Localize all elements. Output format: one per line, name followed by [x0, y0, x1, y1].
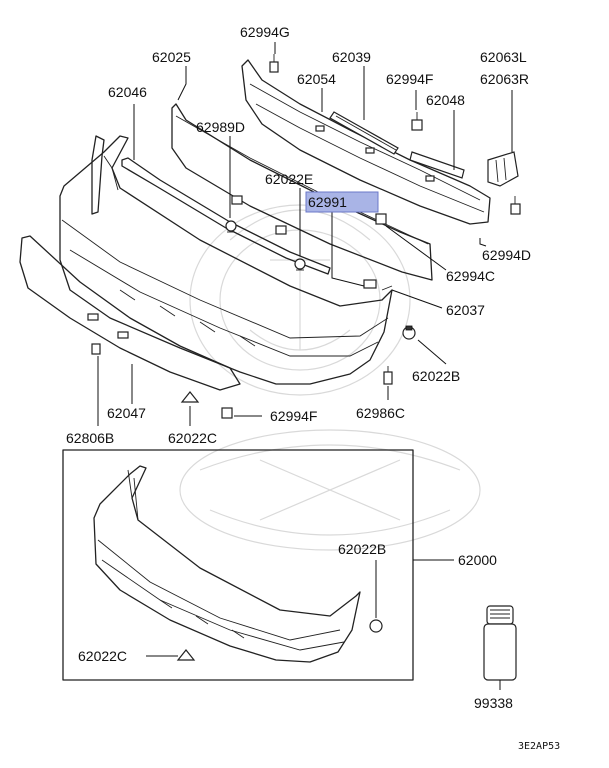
fastener-62994D: [510, 196, 521, 215]
label-62047: 62047: [107, 405, 146, 421]
bumper-strip-62054: [329, 111, 399, 155]
clip-62806B: [91, 343, 101, 355]
label-62986C: 62986C: [356, 405, 405, 421]
label-62994F-top: 62994F: [386, 71, 433, 87]
label-99338: 99338: [474, 695, 513, 711]
touch-up-bottle-99338: [483, 605, 517, 690]
fastener-62994F-top: [411, 112, 423, 131]
label-62048: 62048: [426, 92, 465, 108]
bumper-bracket-62063: [487, 151, 519, 187]
clip-62022E: [294, 258, 306, 271]
bumper-cover-strip-62046: [121, 157, 331, 275]
label-62039: 62039: [332, 49, 371, 65]
label-62022B-box: 62022B: [338, 541, 386, 557]
label-62037: 62037: [446, 302, 485, 318]
label-62054: 62054: [297, 71, 336, 87]
label-62063R: 62063R: [480, 71, 529, 87]
clip-62037: [363, 279, 393, 291]
label-62806B: 62806B: [66, 430, 114, 446]
fastener-62994F-mid: [221, 407, 233, 419]
part-labels: 62994G 62025 62039 62063L 62063R 62054 6…: [66, 24, 560, 752]
label-62989D: 62989D: [196, 119, 245, 135]
diagram-code: 3E2AP53: [518, 741, 560, 752]
clip-62022B-top: [402, 325, 416, 340]
label-62994F-mid: 62994F: [270, 408, 317, 424]
label-62994G: 62994G: [240, 24, 290, 40]
fastener-62986C: [383, 366, 393, 385]
label-62000: 62000: [458, 552, 497, 568]
label-62991: 62991: [308, 194, 347, 210]
fastener-62994G: [269, 54, 279, 73]
label-62994C: 62994C: [446, 268, 495, 284]
label-62025: 62025: [152, 49, 191, 65]
label-62022C-mid: 62022C: [168, 430, 217, 446]
label-62994D: 62994D: [482, 247, 531, 263]
highlight-62991: [305, 191, 379, 213]
clip-62022C-mid: [180, 391, 200, 403]
label-62022E: 62022E: [265, 171, 313, 187]
label-62063L: 62063L: [480, 49, 527, 65]
bumper-lower-strip-62047: [19, 235, 241, 391]
label-62046: 62046: [108, 84, 147, 100]
fastener-62994C: [375, 213, 387, 225]
label-62022B-top: 62022B: [412, 368, 460, 384]
assembly-box-62000: [62, 449, 454, 681]
leader-lines: [97, 42, 513, 426]
clip-62989D: [225, 220, 237, 233]
label-62022C-box: 62022C: [78, 648, 127, 664]
bumper-reinforcement-62039: [241, 59, 491, 225]
bumper-strip-62048: [409, 151, 465, 179]
bumper-face-upper: [59, 135, 393, 385]
